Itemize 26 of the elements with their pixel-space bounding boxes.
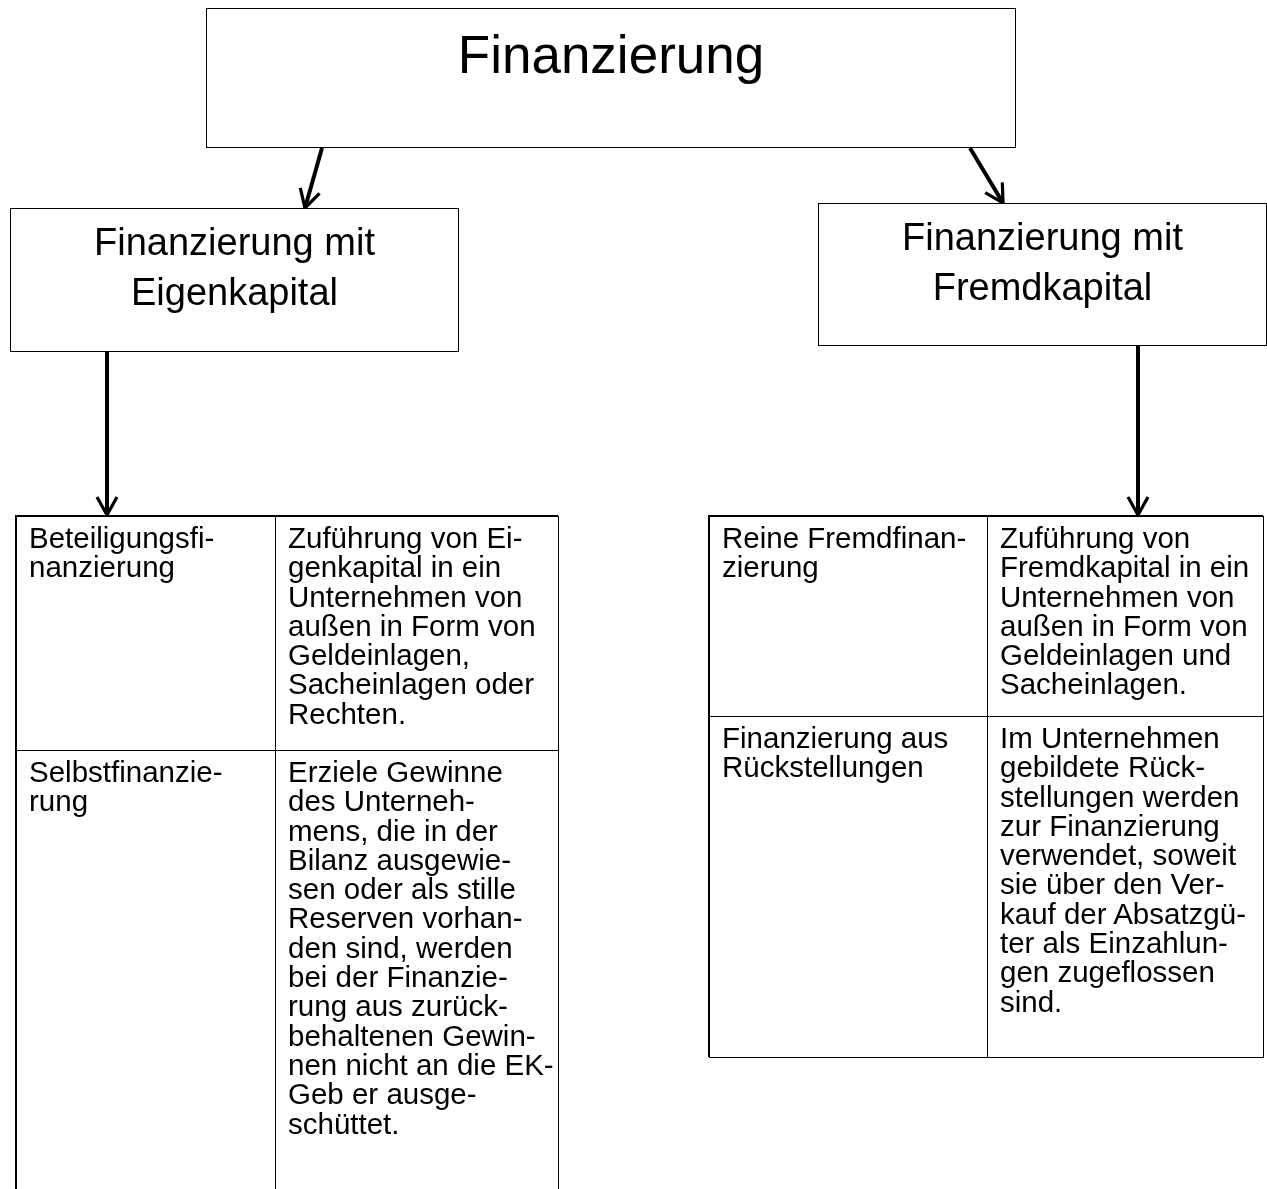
table-text: Zuführung von Fremdkapital in ein Unternehmen von außen in Form von Geldeinlagen und Sacheinlagen. xyxy=(1000,523,1251,699)
table xyxy=(708,515,1263,1057)
table-text: Beteiligungsfi- nanzierung xyxy=(29,523,216,582)
arrow xyxy=(1126,346,1150,517)
arrow xyxy=(298,147,324,210)
arrow xyxy=(95,352,119,517)
table-cell xyxy=(275,516,559,751)
table-text: Zuführung von Ei- genkapital in ein Unternehmen von außen in Form von Geldeinlagen, Sacheinlagen oder Rechten. xyxy=(288,523,537,729)
table-cell xyxy=(709,716,988,1058)
category-box xyxy=(818,203,1267,346)
table-text: Erziele Gewinne des Unterneh- mens, die in der Bilanz ausgewie- sen oder als stille Reserven vorhan- den sind, werden bei der Finanzie- rung aus zurück- behaltenen Gewin- nen nicht an die EK-Geb er ausge- schüttet. xyxy=(288,757,555,1138)
box-title: Finanzierung mit Eigenkapital xyxy=(93,220,376,315)
arrow xyxy=(968,146,1005,205)
title-box xyxy=(206,8,1016,148)
table-text: Reine Fremdfinan- zierung xyxy=(722,523,968,582)
table-cell xyxy=(987,716,1264,1058)
box-title: Finanzierung xyxy=(456,25,766,85)
category-box xyxy=(10,208,459,352)
table-cell xyxy=(16,516,276,751)
table-text: Finanzierung aus Rückstellungen xyxy=(722,723,950,782)
table-cell xyxy=(987,516,1264,717)
box-title: Finanzierung mit Fremdkapital xyxy=(901,215,1184,310)
table-text: Im Unternehmen gebildete Rück- stellungen werden zur Finanzierung verwendet, soweit sie über den Ver- kauf der Absatzgü- ter als Einzahlun- gen zugeflossen sind. xyxy=(1000,723,1247,1016)
table xyxy=(15,515,558,1189)
table-text: Selbstfinanzie- rung xyxy=(29,757,224,816)
table-cell xyxy=(709,516,988,717)
